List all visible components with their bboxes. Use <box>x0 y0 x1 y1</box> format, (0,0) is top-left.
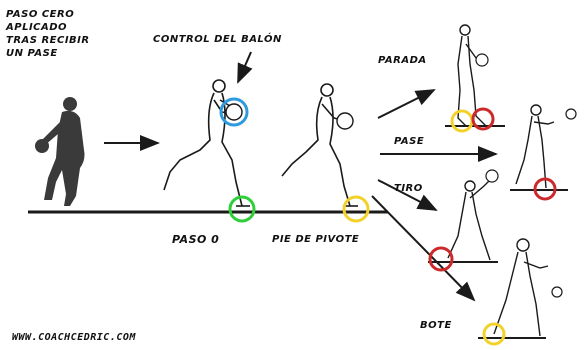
arrow-bote <box>371 195 476 302</box>
ball-tiro-icon <box>485 169 499 183</box>
title-line-4: UN PASE <box>6 48 58 59</box>
ball-1-icon <box>225 103 243 121</box>
label-paso0: PASO 0 <box>172 233 220 246</box>
player-pivot <box>281 83 358 207</box>
paso0-foot-highlight <box>228 195 256 223</box>
label-pase: PASE <box>394 136 425 147</box>
title-line-2: APLICADO <box>6 22 68 33</box>
label-bote: BOTE <box>420 320 452 331</box>
arrow-tiro <box>377 179 438 211</box>
label-control: CONTROL DEL BALÓN <box>153 34 282 45</box>
pase-foot-highlight <box>533 177 557 201</box>
ball-pase-icon <box>565 108 577 120</box>
silhouette-ball-icon <box>35 139 49 153</box>
arrow-control <box>237 51 253 84</box>
label-parada: PARADA <box>378 55 427 66</box>
website-url: WWW.COACHCEDRIC.COM <box>12 332 136 343</box>
title-line-1: PASO CERO <box>6 9 75 20</box>
tiro-foot-highlight <box>428 246 454 272</box>
parada-foot-highlight <box>471 107 495 131</box>
parada-pivot-highlight <box>450 109 474 133</box>
bote-foot-highlight <box>482 322 506 346</box>
ball-bote-icon <box>551 286 563 298</box>
player-tiro <box>447 179 491 261</box>
ball-parada-icon <box>475 53 489 67</box>
player-pase <box>515 104 555 189</box>
ball-2-icon <box>336 112 354 130</box>
title-line-3: TRAS RECIBIR <box>6 35 90 46</box>
title-block: PASO CERO APLICADO TRAS RECIBIR UN PASE <box>6 8 90 60</box>
arrow-parada <box>377 89 436 119</box>
label-pivote: PIE DE PIVOTE <box>272 234 360 245</box>
pivot-foot-highlight <box>342 195 370 223</box>
silhouette-player <box>40 97 85 206</box>
label-tiro: TIRO <box>394 183 423 194</box>
player-bote <box>493 238 549 337</box>
ball-control-highlight <box>219 97 249 127</box>
